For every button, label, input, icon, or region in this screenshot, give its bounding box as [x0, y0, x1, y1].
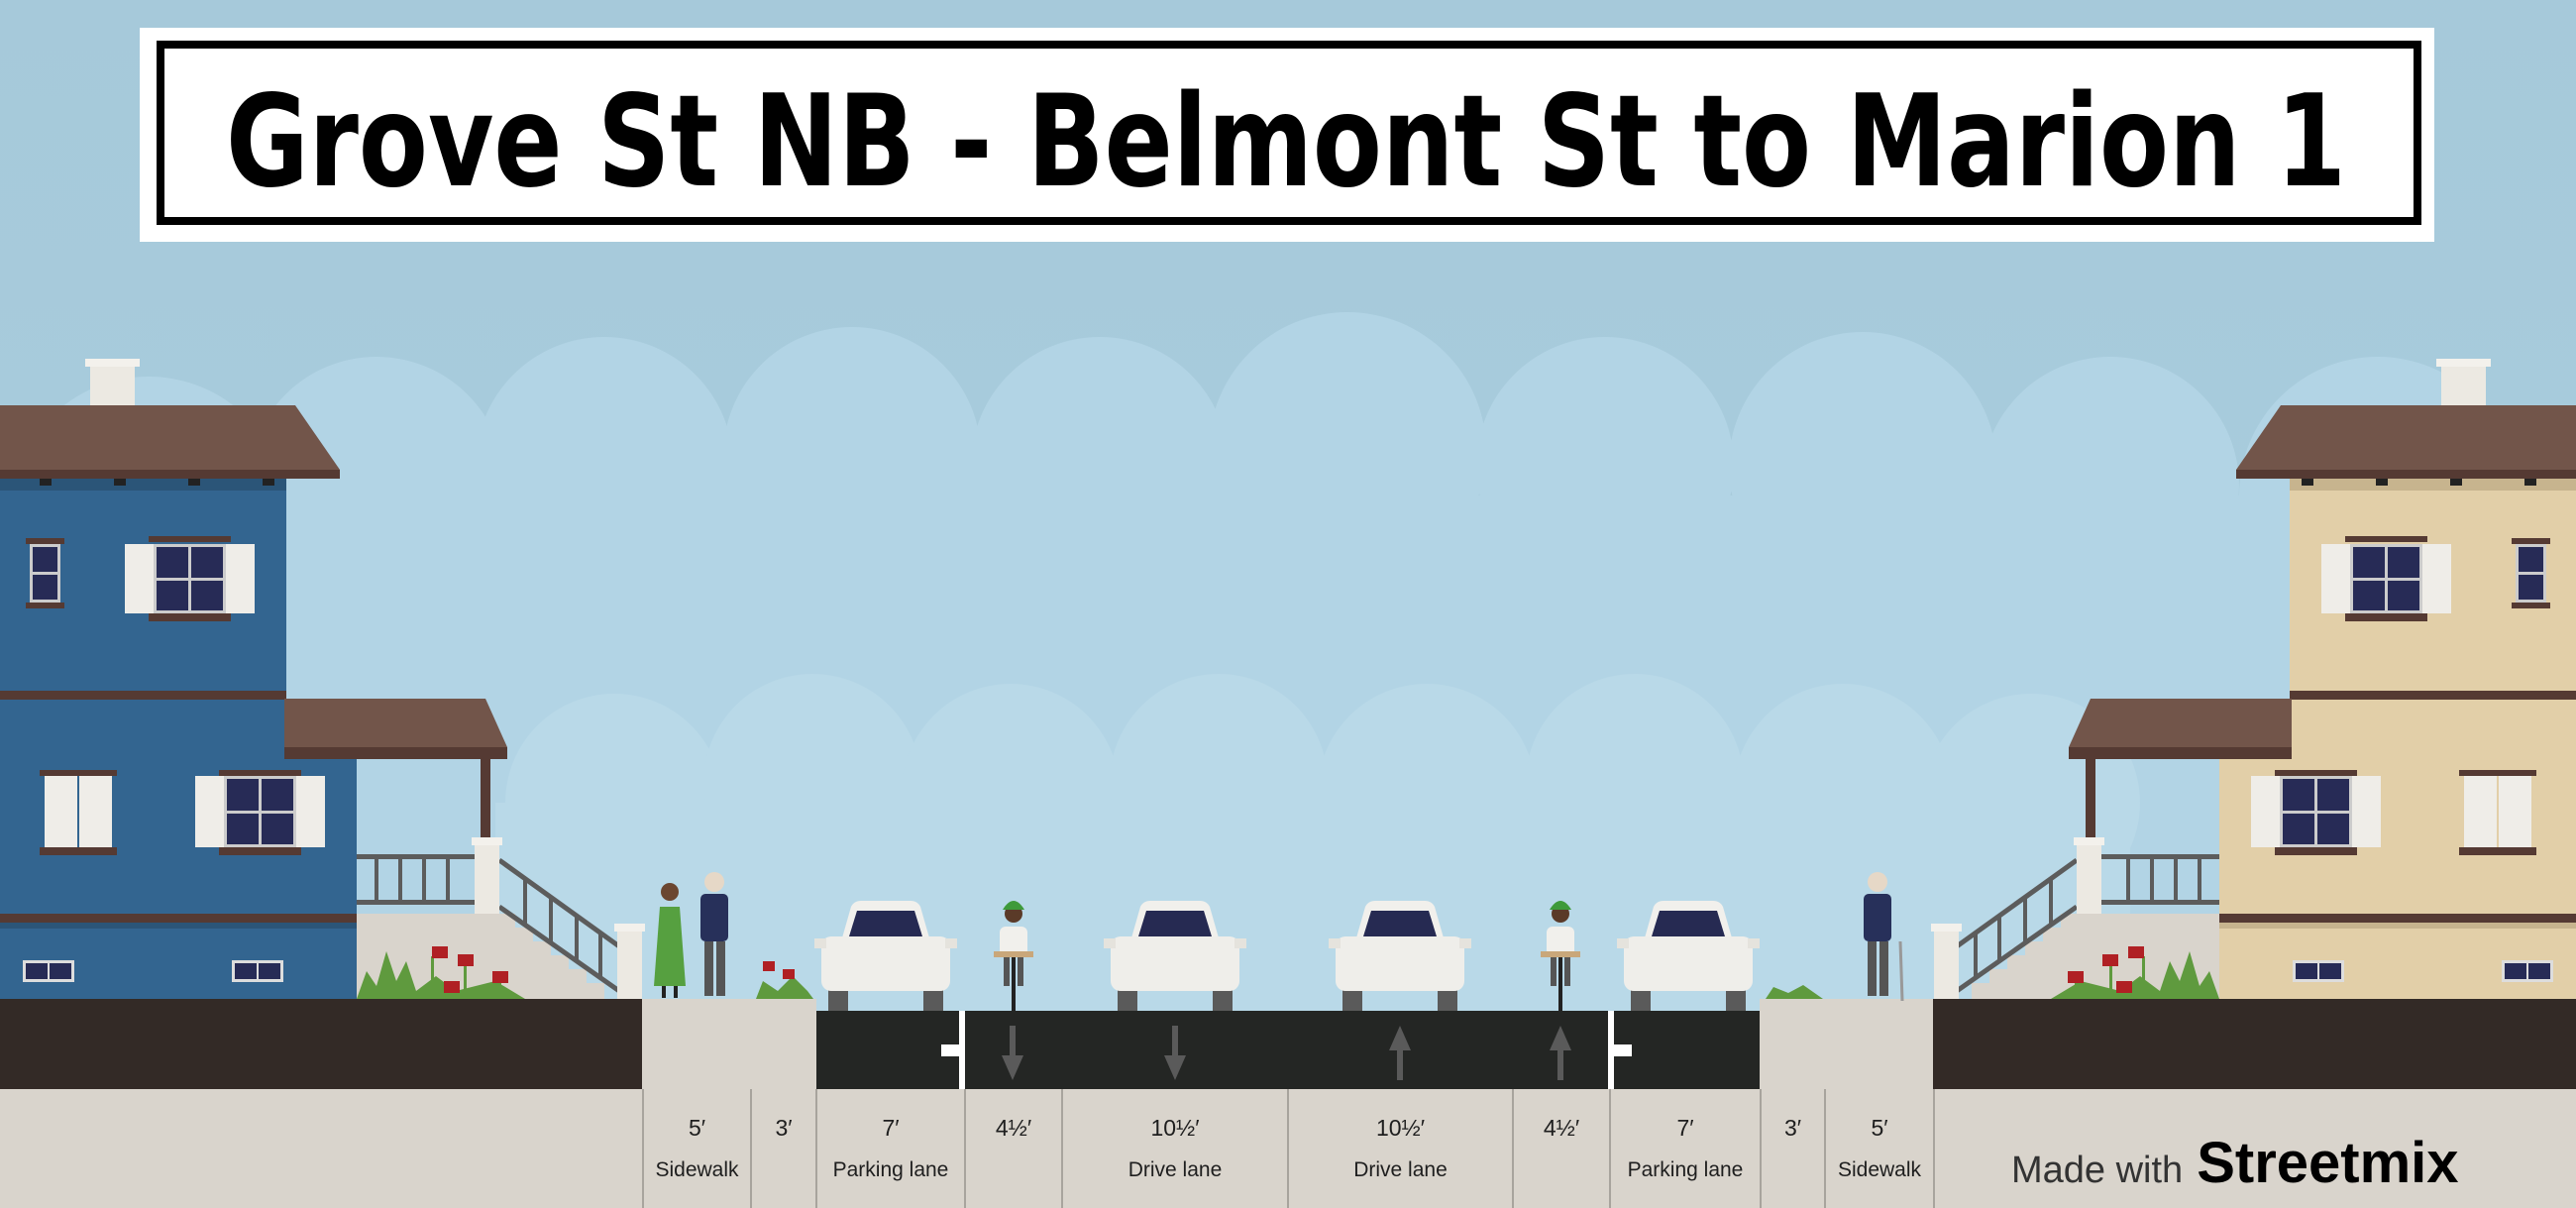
segment-label: 4½′ — [1513, 1089, 1610, 1208]
roadway — [816, 1011, 1760, 1089]
segment-label: 7′ Parking lane — [1610, 1089, 1761, 1208]
segment-name: Sidewalk — [1837, 1158, 1922, 1181]
segment-name: Sidewalk — [655, 1158, 739, 1181]
parking-line-right — [1608, 1011, 1614, 1089]
segment-label: 7′ Parking lane — [816, 1089, 965, 1208]
segment-label: 4½′ — [965, 1089, 1062, 1208]
segment-name: Parking lane — [832, 1158, 949, 1181]
segment-label: 3′ — [751, 1089, 816, 1208]
arrow-up-icon — [1550, 1026, 1571, 1080]
segment-width: 5′ — [688, 1115, 706, 1141]
clouds-front — [495, 674, 2140, 1011]
left-sidewalk — [642, 999, 816, 1089]
segment-dividers — [642, 1089, 1935, 1208]
segment-width: 3′ — [775, 1115, 793, 1141]
segment-width: 5′ — [1871, 1115, 1888, 1141]
segment-width: 7′ — [882, 1115, 900, 1141]
arrow-up-icon — [1389, 1026, 1411, 1080]
segment-width: 10½′ — [1375, 1115, 1426, 1141]
segment-label: 5′ Sidewalk — [1825, 1089, 1934, 1208]
parking-tick-right — [1612, 1044, 1632, 1056]
right-sidewalk — [1760, 999, 1933, 1089]
segment-label: 10½′ Drive lane — [1062, 1089, 1288, 1208]
pedestrian — [654, 883, 686, 998]
parking-line-left — [959, 1011, 965, 1089]
streetmix-watermark: Made with Streetmix — [2011, 1130, 2459, 1196]
title-banner — [140, 28, 2434, 242]
made-with-text: Made with — [2011, 1150, 2184, 1191]
segment-width: 3′ — [1783, 1115, 1802, 1141]
left-dirt — [0, 999, 642, 1089]
segment-name: Parking lane — [1627, 1158, 1744, 1181]
segment-label: 5′ Sidewalk — [643, 1089, 751, 1208]
planter — [756, 976, 813, 999]
segment-width: 4½′ — [995, 1115, 1032, 1141]
pedestrian — [700, 872, 728, 996]
parking-tick-left — [941, 1044, 961, 1056]
segment-name: Drive lane — [1353, 1158, 1448, 1181]
segment-width: 7′ — [1676, 1115, 1694, 1141]
segment-width: 4½′ — [1543, 1115, 1580, 1141]
pedestrian — [1864, 872, 1904, 1002]
flower — [783, 969, 795, 979]
segment-name: Drive lane — [1127, 1158, 1223, 1181]
street-title: Grove St NB - Belmont St to Marion 1 — [226, 68, 2346, 216]
segment-label: 3′ — [1761, 1089, 1825, 1208]
segment-label: 10½′ Drive lane — [1288, 1089, 1513, 1208]
arrow-down-icon — [1164, 1026, 1186, 1080]
planter — [1766, 985, 1823, 999]
flower — [763, 961, 775, 971]
arrow-down-icon — [1002, 1026, 1023, 1080]
right-dirt — [1933, 999, 2576, 1089]
segment-width: 10½′ — [1150, 1115, 1200, 1141]
title-border — [157, 41, 2421, 225]
streetmix-logo-text: Streetmix — [2197, 1131, 2459, 1195]
